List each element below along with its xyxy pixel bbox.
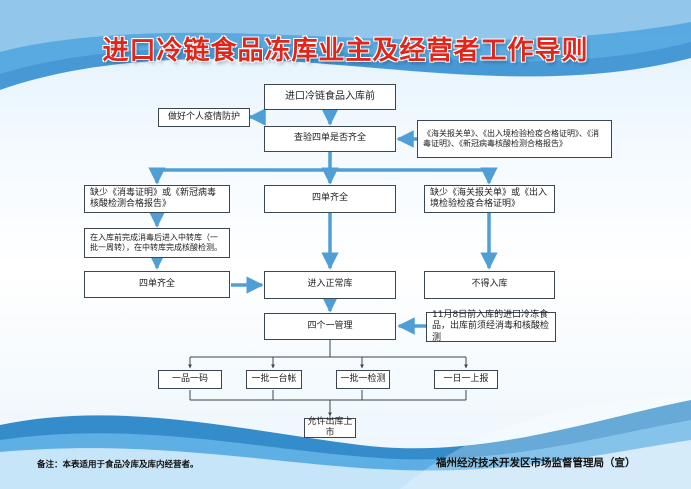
node-one-day-one-report: 一日一上报 bbox=[434, 370, 498, 389]
node-four-docs-list: 《海关报关单》、《出入境检验检疫合格证明》、《消毒证明》、《新冠病毒核酸检测合格… bbox=[417, 120, 612, 158]
node-docs-complete-after-transfer: 四单齐全 bbox=[84, 271, 230, 298]
node-missing-customs-or-inspection: 缺少《海关报关单》或《出入境检验检疫合格证明》 bbox=[424, 185, 555, 213]
node-missing-disinfection-or-test: 缺少《消毒证明》或《新冠病毒核酸检测合格报告》 bbox=[84, 185, 230, 213]
node-allowed-to-market: 允许出库上市 bbox=[304, 417, 356, 438]
node-four-ones-management: 四个一管理 bbox=[264, 313, 396, 340]
footer-note: 备注：本表适用于食品冷库及库内经营者。 bbox=[37, 460, 199, 470]
node-normal-warehouse: 进入正常库 bbox=[264, 271, 396, 299]
node-check-four-docs: 查验四单是否齐全 bbox=[264, 126, 396, 152]
node-one-product-one-code: 一品一码 bbox=[158, 370, 222, 389]
footer-organization: 福州经济技术开发区市场监督管理局（宣） bbox=[436, 457, 636, 469]
node-one-batch-one-ledger: 一批一台帐 bbox=[246, 370, 302, 389]
node-docs-complete: 四单齐全 bbox=[264, 185, 396, 213]
node-transfer-warehouse: 在入库前完成消毒后进入中转库（一批一周转），在中转库完成核酸检测。 bbox=[84, 228, 230, 258]
node-before-storage: 进口冷链食品入库前 bbox=[264, 84, 396, 110]
node-personal-protection: 做好个人疫情防护 bbox=[158, 108, 250, 127]
node-entry-denied: 不得入库 bbox=[424, 271, 555, 299]
poster-title: 进口冷链食品冻库业主及经营者工作导则 bbox=[102, 36, 589, 66]
node-before-nov8-rule: 11月8日前入库的进口冷冻食品，出库前须经消毒和核酸检测 bbox=[426, 310, 556, 343]
node-one-batch-one-test: 一批一检测 bbox=[336, 370, 390, 389]
